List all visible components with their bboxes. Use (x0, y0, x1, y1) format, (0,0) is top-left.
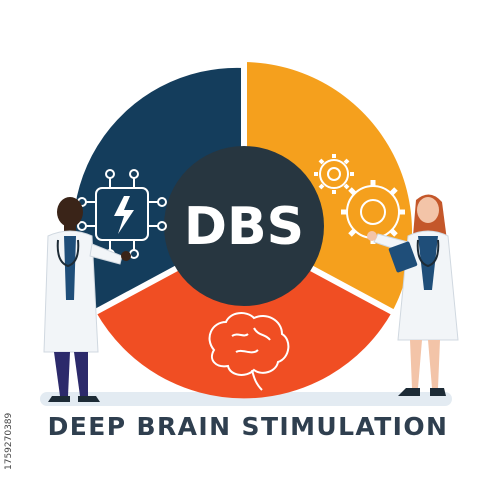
center-label: DBS (184, 197, 304, 257)
ground-strip (40, 392, 452, 406)
cycle-diagram: DBS (73, 58, 413, 399)
brain-icon (208, 312, 290, 391)
center-hub (164, 146, 324, 306)
doctor-right-figure (367, 194, 459, 396)
headline-text: DEEP BRAIN STIMULATION (47, 412, 449, 441)
stock-id-text: 1759270389 (4, 412, 14, 470)
doctor-left-figure (43, 197, 131, 402)
